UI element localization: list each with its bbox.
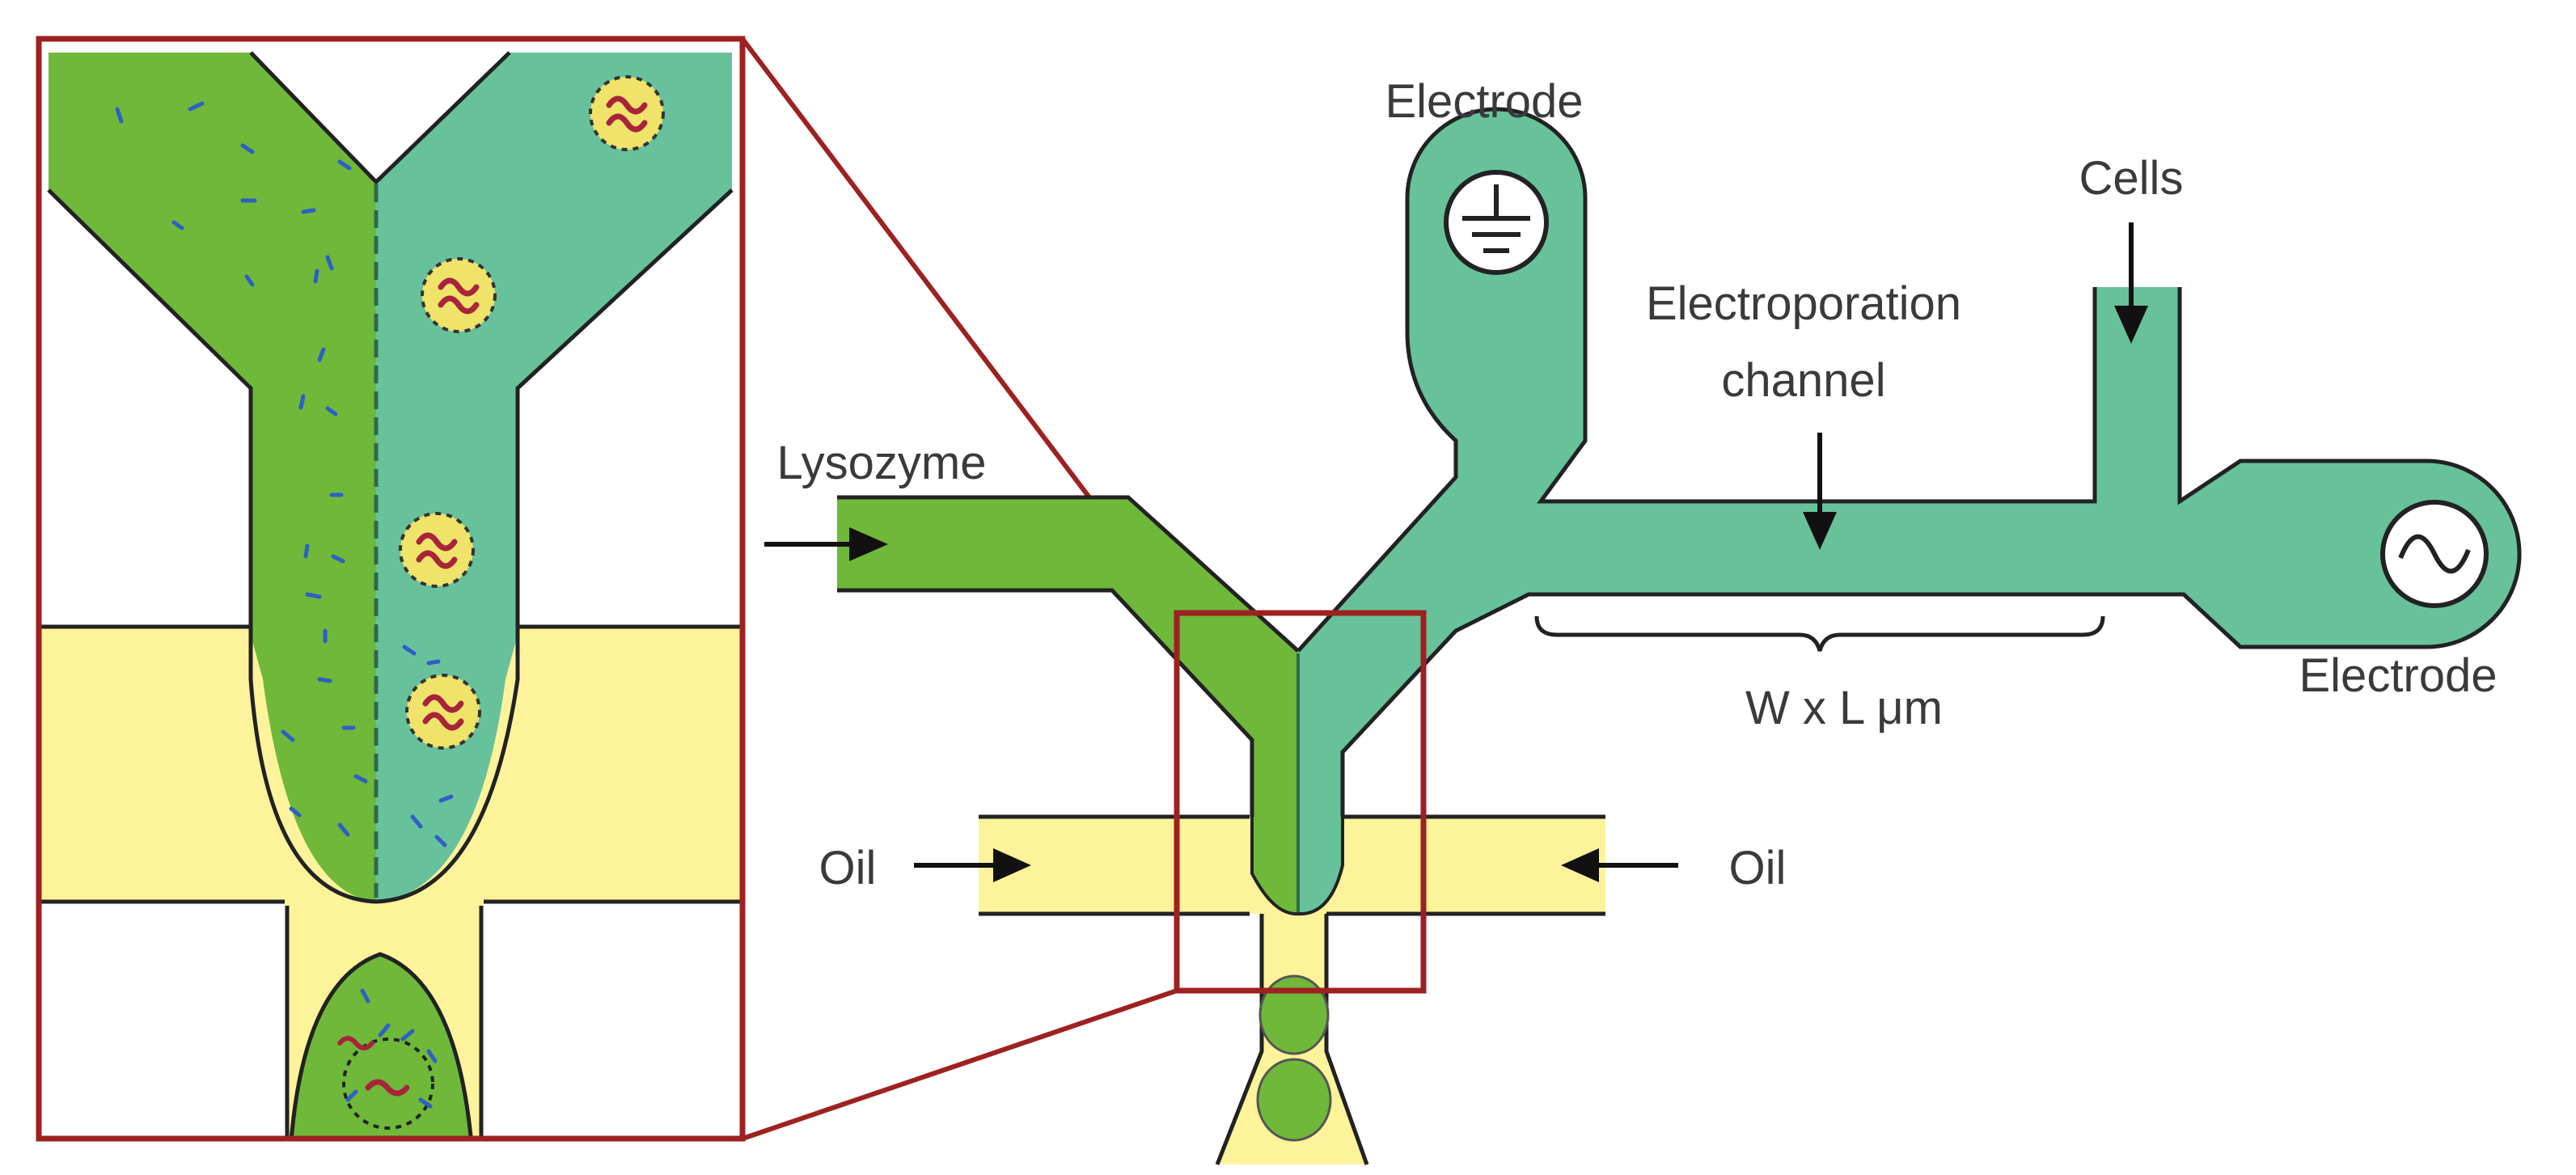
droplet xyxy=(1256,1058,1332,1142)
inset-frame xyxy=(36,36,746,1142)
label-electrode-right: Electrode xyxy=(2299,649,2497,702)
lysozyme-channel xyxy=(837,497,1298,915)
zoom-region-marker xyxy=(1174,610,1427,994)
ground-electrode-icon xyxy=(1444,170,1549,275)
annotation-arrows xyxy=(764,222,2148,882)
label-oil-left: Oil xyxy=(819,842,877,894)
label-oil-right: Oil xyxy=(1729,842,1787,894)
inset-enzyme-marks xyxy=(115,101,454,847)
label-lysozyme: Lysozyme xyxy=(777,437,987,489)
droplet xyxy=(1258,974,1330,1055)
label-electrode-top: Electrode xyxy=(1385,75,1583,128)
zoom-connector-bottom xyxy=(742,988,1178,1141)
label-cells: Cells xyxy=(2079,152,2184,205)
electroporation-channel xyxy=(1298,109,2519,915)
ac-electrode-icon xyxy=(2380,500,2489,608)
dimension-brace xyxy=(1534,615,2105,652)
microfluidic-device xyxy=(837,107,2522,1165)
label-electroporation-line1: Electroporation xyxy=(1646,277,1961,330)
label-dimension: W x L μm xyxy=(1745,682,1943,734)
inset-lysozyme-stream xyxy=(49,53,376,902)
label-electroporation-line2: channel xyxy=(1721,354,1885,407)
zoom-inset xyxy=(39,51,742,1139)
